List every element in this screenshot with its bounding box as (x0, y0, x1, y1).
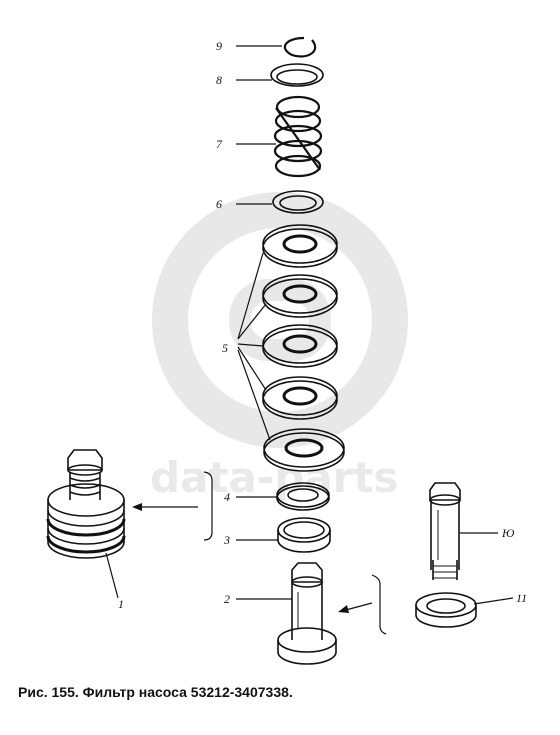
part-11-cap (415, 592, 477, 628)
brackets (203, 471, 387, 635)
leader-lines (105, 45, 514, 605)
part-8-washer (270, 63, 324, 87)
callout-11: 11 (516, 591, 527, 605)
part-10-pin (429, 482, 461, 580)
part-6-washer (272, 190, 324, 214)
part-5-filter-disc-1 (262, 224, 338, 268)
arrow-head-left (132, 503, 142, 511)
callout-2: 2 (224, 592, 230, 606)
callout-7: 7 (216, 137, 223, 151)
part-5-filter-disc-4 (262, 376, 338, 420)
part-5-filter-disc-3 (262, 324, 338, 368)
callout-3: 3 (223, 533, 230, 547)
part-9-snap-ring (283, 36, 317, 58)
callout-5: 5 (222, 341, 228, 355)
part-5-filter-disc-5 (263, 428, 345, 472)
callout-1: 1 (118, 597, 124, 611)
callout-10: Ю (501, 526, 515, 540)
arrow-head-down-left (338, 605, 349, 613)
part-4-gasket (276, 482, 330, 511)
arrow-heads (132, 503, 349, 613)
watermark: data-parts (150, 192, 408, 502)
callout-8: 8 (216, 73, 222, 87)
part-7-spring (273, 95, 323, 178)
part-3-ring (277, 517, 331, 553)
part-1-filter-assembly (46, 449, 126, 559)
callout-9: 9 (216, 39, 222, 53)
callout-4: 4 (224, 490, 230, 504)
callout-6: 6 (216, 197, 222, 211)
arrows (136, 506, 373, 612)
part-2-housing-bolt (277, 562, 337, 665)
figure-caption: Рис. 155. Фильтр насоса 53212-3407338. (18, 684, 293, 700)
callout-numbers: 9 8 7 6 5 4 3 2 1 Ю 11 (118, 39, 527, 611)
part-5-filter-disc-2 (262, 274, 338, 318)
